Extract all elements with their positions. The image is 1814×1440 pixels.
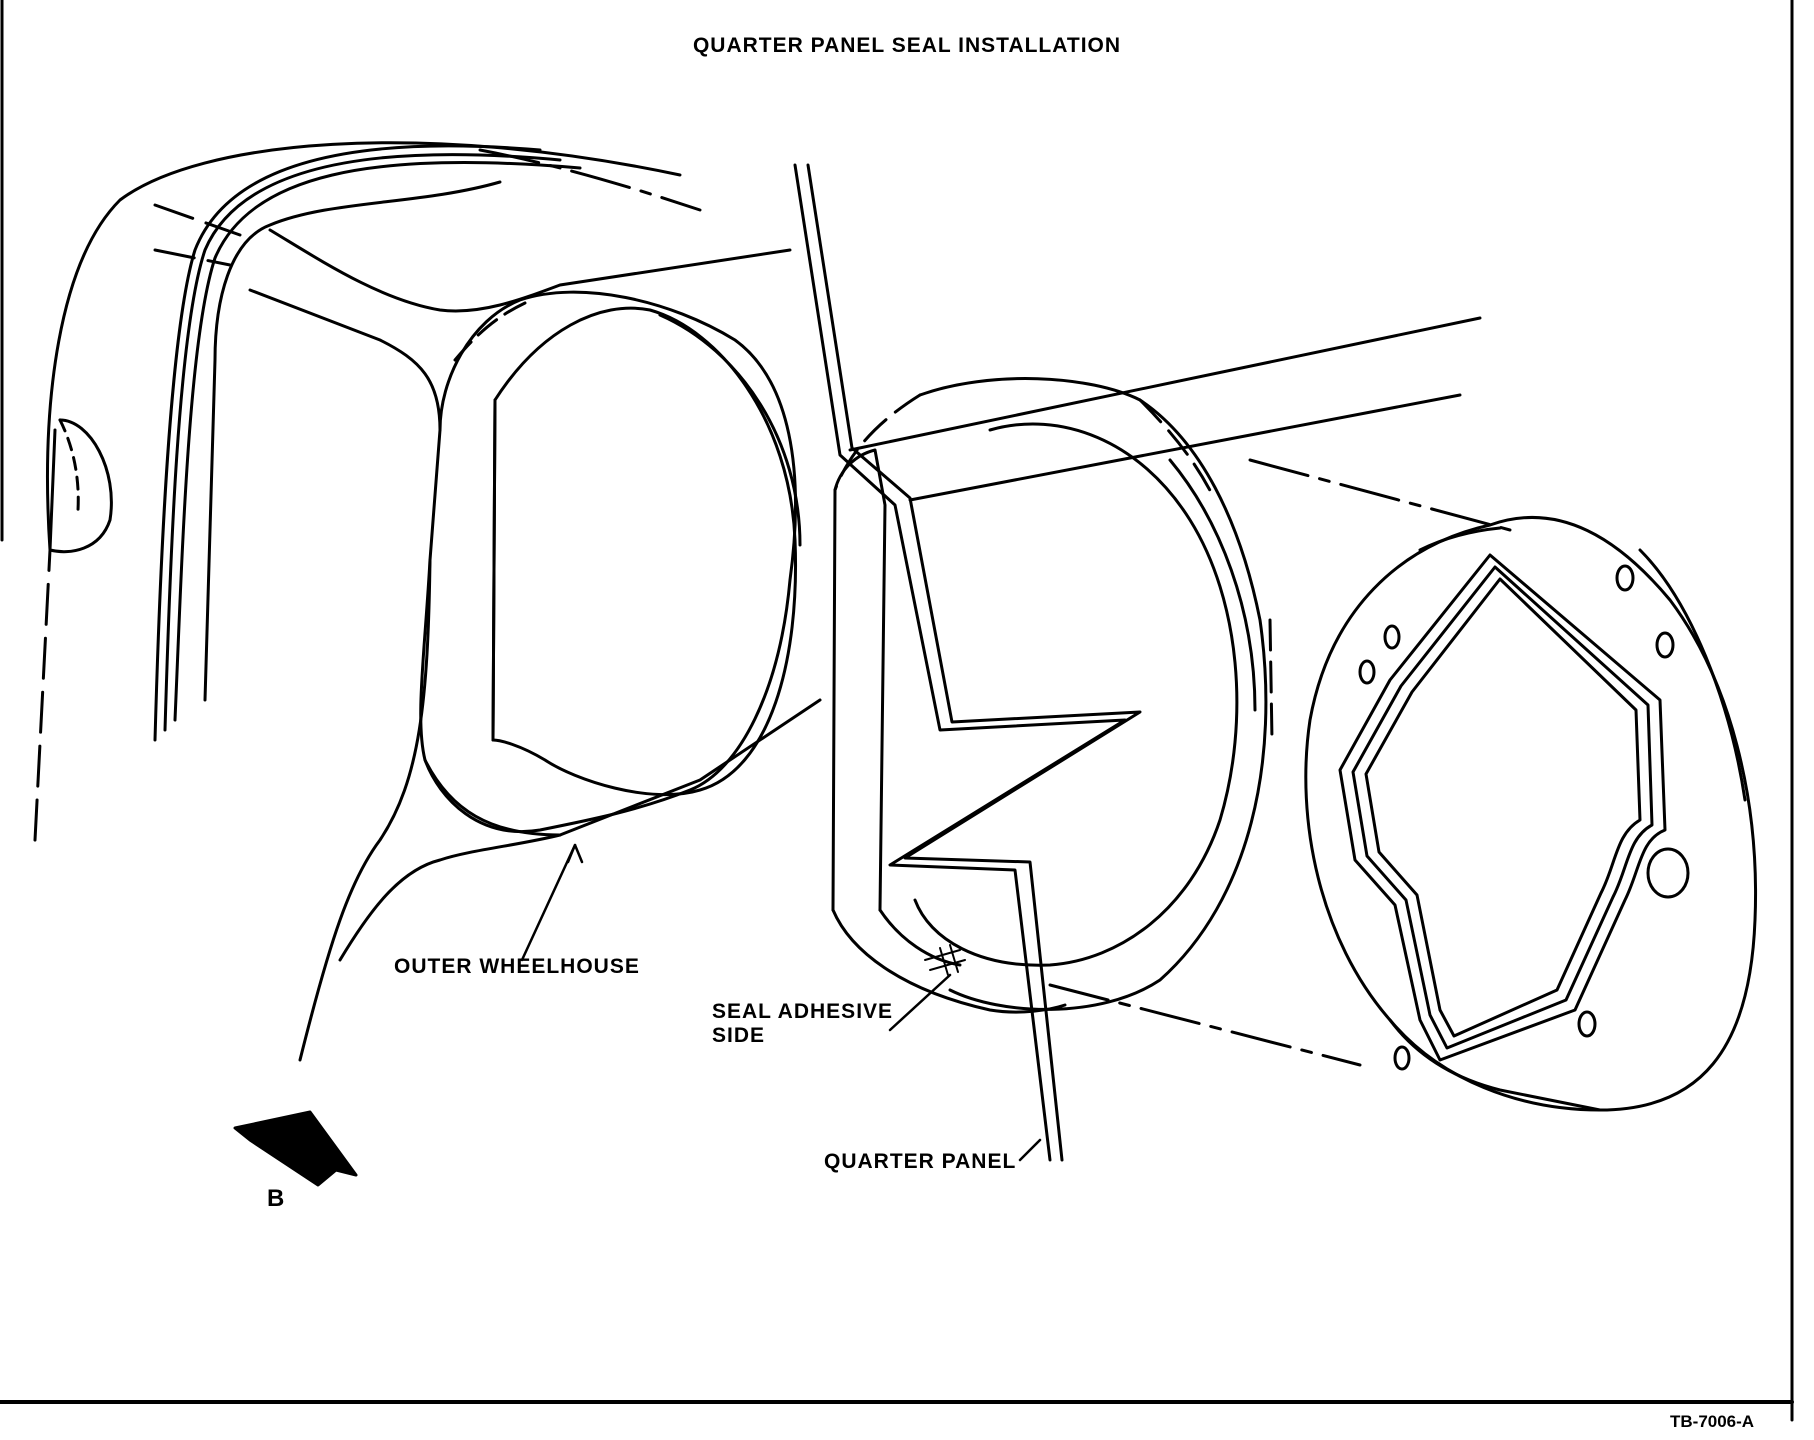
figure-title: QUARTER PANEL SEAL INSTALLATION <box>692 34 1122 57</box>
gasket-flange-drawing <box>1304 515 1757 1112</box>
view-b-arrow <box>233 1110 358 1187</box>
label-outer-wheelhouse: OUTER WHEELHOUSE <box>394 955 640 978</box>
label-seal-adhesive-line2: SIDE <box>712 1024 766 1047</box>
outer-wheelhouse-drawing <box>33 141 822 1062</box>
label-seal-adhesive-line1: SEAL ADHESIVE <box>712 1000 894 1023</box>
seal-ring-drawing <box>831 316 1512 1067</box>
page-frame <box>0 0 1794 1422</box>
label-quarter-panel: QUARTER PANEL <box>824 1150 1017 1173</box>
reference-number: TB-7006-A <box>1670 1412 1755 1431</box>
label-view-b: B <box>267 1185 285 1212</box>
